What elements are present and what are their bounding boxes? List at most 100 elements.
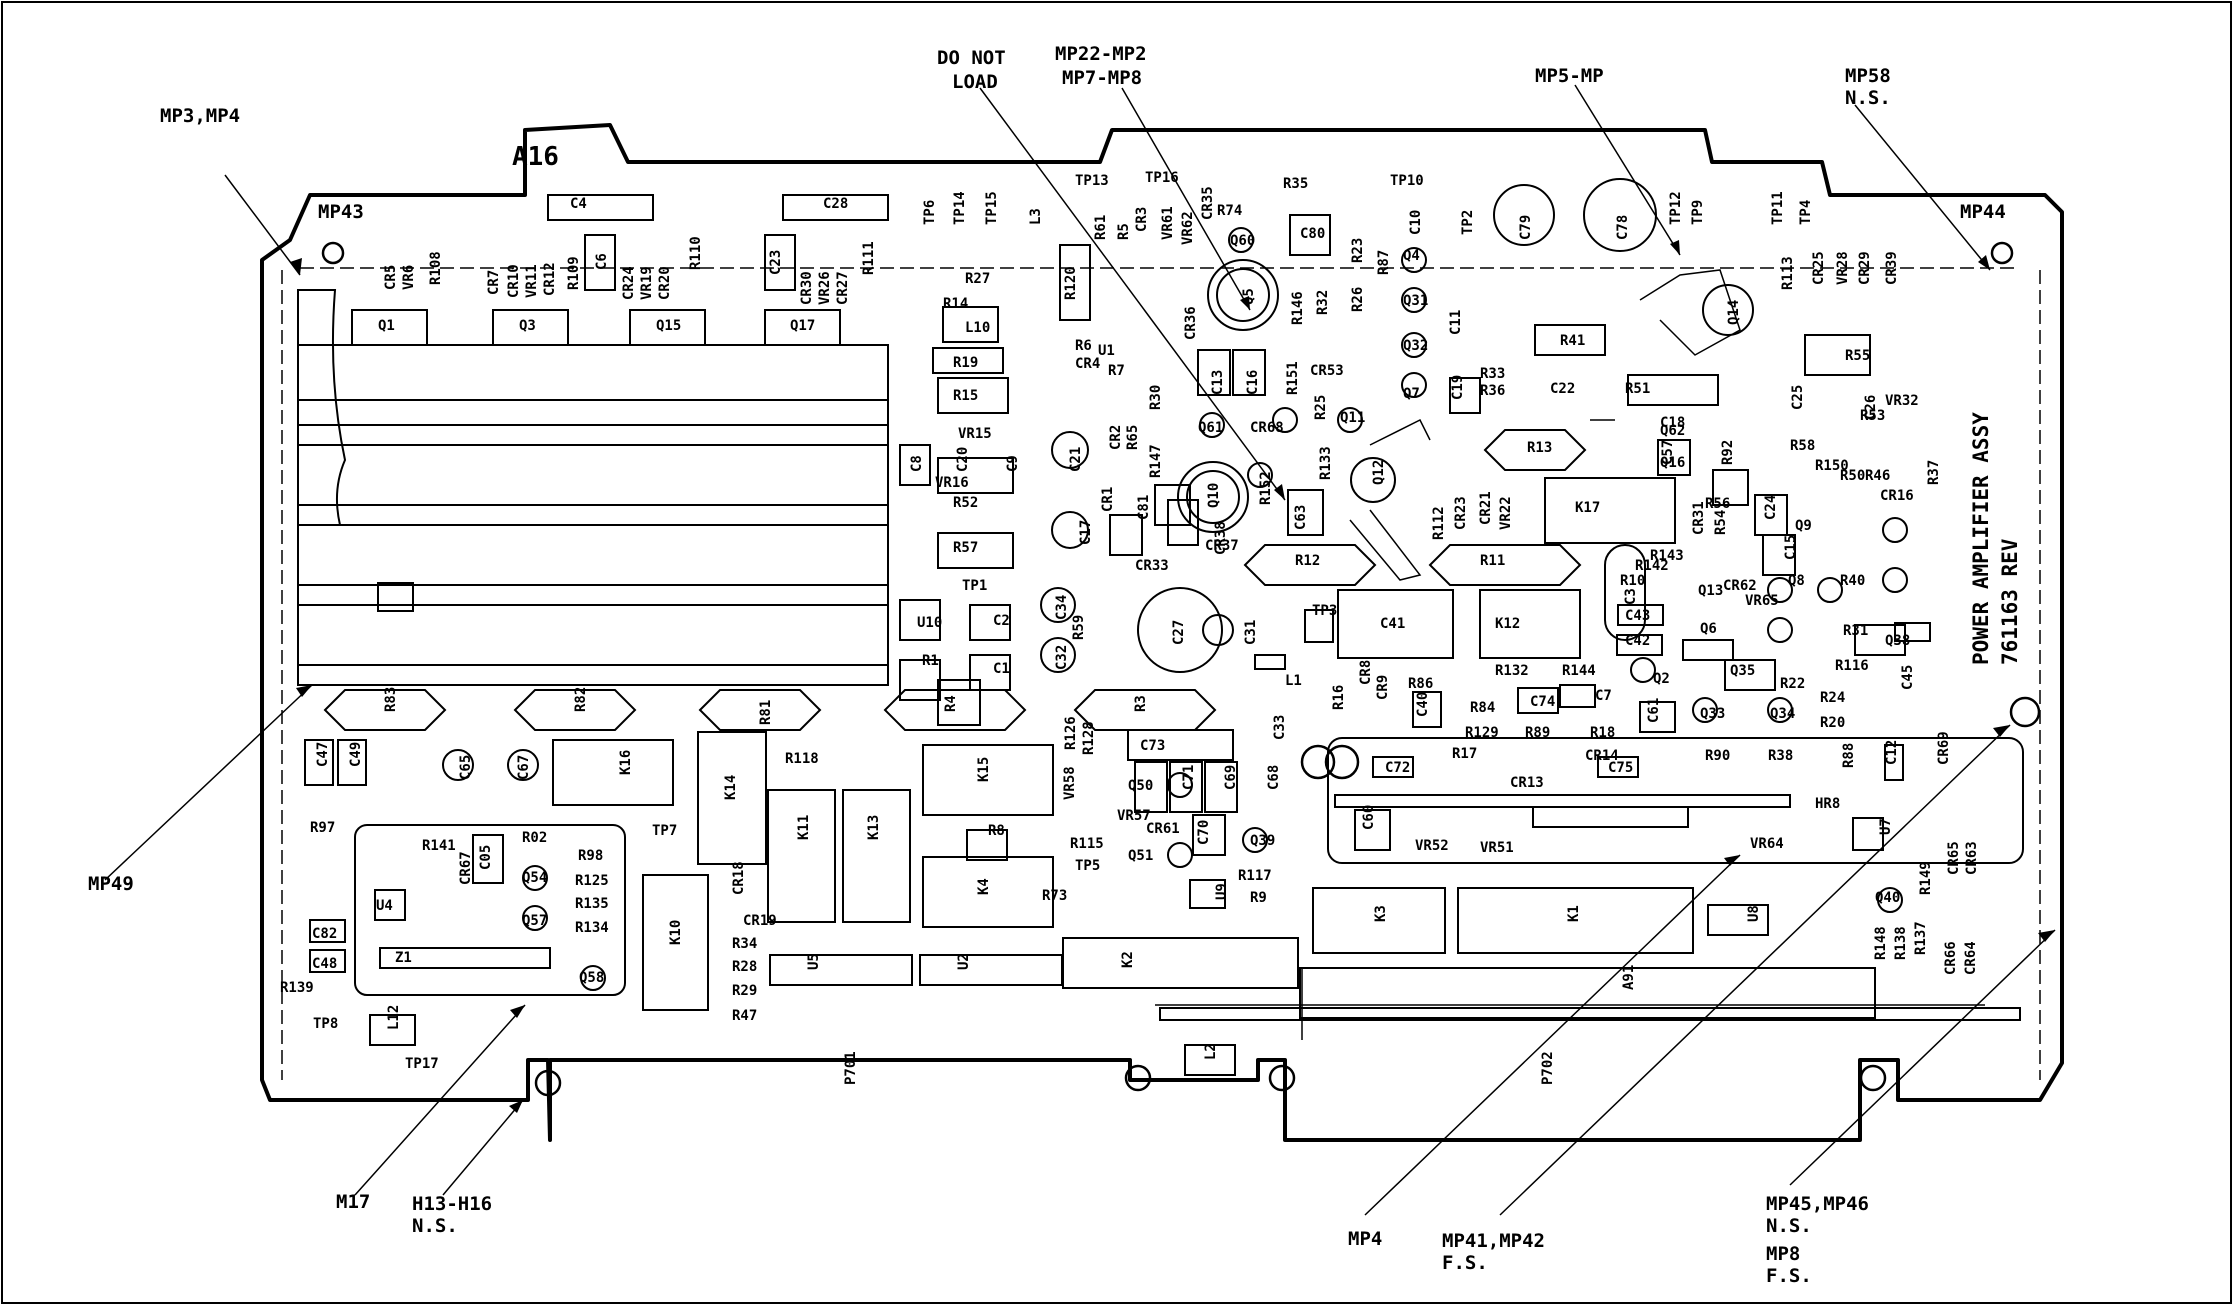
ref-cr14: CR14 [1585,748,1619,764]
ref-r57: R57 [953,540,978,556]
ref-q38: Q38 [1885,633,1910,649]
ref-r54: R54 [1713,510,1729,535]
ref-q12: Q12 [1371,460,1387,485]
ref-r110: R110 [688,236,704,270]
ref-u9: U9 [1214,883,1230,900]
ref-cr36: CR36 [1183,306,1199,340]
ref-r83: R83 [383,687,399,712]
ref-r8: R8 [988,823,1005,839]
ref-q33: Q33 [1700,706,1725,722]
ref-c57: C57 [1660,440,1676,465]
ref-r25: R25 [1313,395,1329,420]
ref-c63: C63 [1293,505,1309,530]
ref-c16: C16 [1245,370,1261,395]
ref-r24: R24 [1820,690,1845,706]
ref-q6: Q6 [1700,621,1717,637]
ref-tp9: TP9 [1690,200,1706,225]
ref-cr69: CR69 [1936,731,1952,765]
ref-r29: R29 [732,983,757,999]
ref-r116: R116 [1835,658,1869,674]
ref-r142: R142 [1635,558,1669,574]
component-bodies [304,194,2024,1076]
ref-c11: C11 [1448,310,1464,335]
ref-tp7: TP7 [652,823,677,839]
ref-cr20: CR20 [657,266,673,300]
ref-vr64: VR64 [1750,836,1784,852]
ref-k16: K16 [618,750,634,775]
ref-c45: C45 [1900,665,1916,690]
ref-vr58: VR58 [1062,766,1078,800]
ref-vr28: VR28 [1835,251,1851,285]
ref-c8: C8 [909,455,925,472]
ref-q10: Q10 [1206,483,1222,508]
ref-cr10: CR10 [506,264,522,298]
ref-r3: R3 [1133,695,1149,712]
mounting-hole [1268,1064,1296,1092]
ref-r33: R33 [1480,366,1505,382]
ref-r31: R31 [1843,623,1868,639]
ref-l12: L12 [386,1005,402,1030]
ref-c19: C19 [1450,375,1466,400]
ref-r152: R152 [1258,471,1274,505]
ref-tp15: TP15 [984,191,1000,225]
callout-label: F.S. [1442,1252,1488,1274]
callout-label: H13-H16 [412,1193,492,1215]
ref-r141: R141 [422,838,456,854]
ref-q54: Q54 [522,870,547,886]
ref-k14: K14 [723,775,739,800]
ref-l1: L1 [1285,673,1302,689]
ref-c31: C31 [1243,620,1259,645]
ref-r15: R15 [953,388,978,404]
ref-vr15: VR15 [958,426,992,442]
ref-q2: Q2 [1653,671,1670,687]
ref-cr29: CR29 [1857,251,1873,285]
ref-r118: R118 [785,751,819,767]
ref-a91: A91 [1621,965,1637,990]
board-id: A16 [512,142,559,172]
ref-k3: K3 [1373,905,1389,922]
ref-r40: R40 [1840,573,1865,589]
ref-hr8: HR8 [1815,796,1840,812]
mounting-hole [1124,1064,1152,1092]
ref-cr30: CR30 [799,271,815,305]
ref-cr19: CR19 [743,913,777,929]
ref-r144: R144 [1562,663,1596,679]
ref-q58: Q58 [579,970,604,986]
ref-vr22: VR22 [1498,496,1514,530]
ref-cr27: CR27 [835,271,851,305]
ref-vr65: VR65 [1745,593,1779,609]
ref-c2: C2 [993,613,1010,629]
callout-label: MP7-MP8 [1062,67,1142,89]
ref-tp4: TP4 [1798,200,1814,225]
ref-c10: C10 [1408,210,1424,235]
ref-cr25: CR25 [1811,251,1827,285]
callout-label: N.S. [412,1215,458,1237]
ref-c75: C75 [1608,760,1633,776]
ref-c33: C33 [1272,715,1288,740]
ref-c21: C21 [1068,447,1084,472]
ref-q1: Q1 [378,318,395,334]
ref-r138: R138 [1893,926,1909,960]
callout-label: MP45,MP46 [1766,1193,1869,1215]
ref-p701: P701 [843,1051,859,1085]
ref-q4: Q4 [1403,248,1420,264]
ref-r111: R111 [861,241,877,275]
ref-cr53: CR53 [1310,363,1344,379]
ref-r98: R98 [578,848,603,864]
ref-c12: C12 [1884,740,1900,765]
ref-c61: C61 [1646,698,1662,723]
ref-q14: Q14 [1726,300,1742,325]
ref-q3: Q3 [519,318,536,334]
ref-cr21: CR21 [1478,491,1494,525]
ref-u7: U7 [1878,818,1894,835]
mounting-hole [1324,744,1360,780]
mounting-hole [1859,1064,1887,1092]
ref-r58: R58 [1790,438,1815,454]
ref-r41: R41 [1560,333,1585,349]
ref-r7: R7 [1108,363,1125,379]
ref-c13: C13 [1210,370,1226,395]
ref-c18: C18 [1660,415,1685,431]
ref-cr37: CR37 [1205,538,1239,554]
ref-r149: R149 [1918,861,1934,895]
